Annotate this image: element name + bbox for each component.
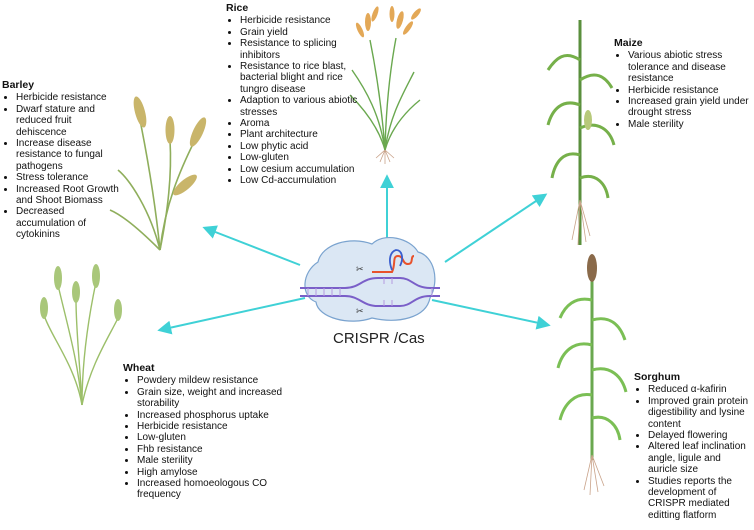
trait-item: Improved grain protein digestibility and…: [648, 396, 752, 430]
barley-title: Barley: [2, 79, 35, 91]
trait-item: High amylose: [137, 467, 308, 478]
trait-item: Various abiotic stress tolerance and dis…: [628, 50, 749, 84]
rice-traits: Herbicide resistanceGrain yieldResistanc…: [226, 15, 361, 186]
barley-plant-illustration: [109, 96, 207, 251]
trait-item: Increased phosphorus uptake: [137, 410, 308, 421]
trait-item: Aroma: [240, 118, 361, 129]
maize-traits: Various abiotic stress tolerance and dis…: [614, 50, 749, 130]
trait-item: Herbicide resistance: [240, 15, 361, 26]
arrow-to-barley: [202, 225, 301, 266]
trait-item: Low phytic acid: [240, 141, 361, 152]
arrow-to-wheat: [157, 297, 306, 335]
guide-rna-loop: [389, 249, 403, 271]
dna-double-helix: [300, 277, 440, 307]
trait-item: Grain yield: [240, 27, 361, 38]
sorghum-traits: Reduced α-kafirinImproved grain protein …: [634, 384, 752, 521]
trait-item: Male sterility: [137, 455, 308, 466]
crispr-cas-label: CRISPR /Cas: [333, 330, 425, 347]
maize-block: Maize Various abiotic stress tolerance a…: [614, 37, 749, 130]
trait-item: Increase disease resistance to fungal pa…: [16, 138, 120, 172]
maize-title: Maize: [614, 37, 643, 49]
trait-item: Plant architecture: [240, 129, 361, 140]
trait-item: Herbicide resistance: [628, 85, 749, 96]
barley-block: Barley Herbicide resistanceDwarf stature…: [2, 79, 120, 241]
trait-item: Low Cd-accumulation: [240, 175, 361, 186]
scissors-icon: ✂: [356, 265, 364, 275]
trait-item: Decreased accumulation of cytokinins: [16, 206, 120, 240]
trait-item: Resistance to rice blast, bacterial blig…: [240, 61, 361, 95]
arrows: [157, 174, 551, 335]
wheat-plant-illustration: [40, 264, 122, 406]
sorghum-plant-illustration: [556, 254, 628, 496]
trait-item: Male sterility: [628, 119, 749, 130]
crispr-cas-complex: ✂ ✂: [300, 236, 440, 322]
trait-item: Dwarf stature and reduced fruit dehiscen…: [16, 104, 120, 138]
trait-item: Herbicide resistance: [137, 421, 308, 432]
maize-plant-illustration: [546, 20, 616, 246]
trait-item: Altered leaf inclination angle, ligule a…: [648, 441, 752, 475]
trait-item: Increased homoeologous CO frequency: [137, 478, 308, 501]
arrow-to-maize: [444, 193, 548, 263]
rice-block: Rice Herbicide resistanceGrain yieldResi…: [226, 2, 361, 187]
trait-item: Grain size, weight and increased storabi…: [137, 387, 308, 410]
trait-item: Herbicide resistance: [16, 92, 120, 103]
wheat-title: Wheat: [123, 362, 155, 374]
sorghum-block: Sorghum Reduced α-kafirinImproved grain …: [634, 371, 752, 521]
trait-item: Powdery mildew resistance: [137, 375, 308, 386]
trait-item: Studies reports the development of CRISP…: [648, 476, 752, 522]
wheat-traits: Powdery mildew resistanceGrain size, wei…: [123, 375, 308, 500]
trait-item: Low-gluten: [240, 152, 361, 163]
trait-item: Low cesium accumulation: [240, 164, 361, 175]
rice-title: Rice: [226, 2, 249, 14]
sorghum-title: Sorghum: [634, 371, 681, 383]
arrow-to-sorghum: [431, 299, 551, 330]
trait-item: Low-gluten: [137, 432, 308, 443]
trait-item: Reduced α-kafirin: [648, 384, 752, 395]
trait-item: Increased Root Growth and Shoot Biomass: [16, 184, 120, 207]
rice-plant-illustration: [349, 6, 421, 164]
trait-item: Adaption to various abiotic stresses: [240, 95, 361, 118]
barley-traits: Herbicide resistanceDwarf stature and re…: [2, 92, 120, 240]
trait-item: Delayed flowering: [648, 430, 752, 441]
wheat-block: Wheat Powdery mildew resistanceGrain siz…: [123, 362, 308, 501]
trait-item: Stress tolerance: [16, 172, 120, 183]
trait-item: Fhb resistance: [137, 444, 308, 455]
scissors-icon-lower: ✂: [356, 307, 364, 317]
trait-item: Increased grain yield under drought stre…: [628, 96, 749, 119]
dna-rungs: [307, 278, 433, 306]
trait-item: Resistance to splicing inhibitors: [240, 38, 361, 61]
